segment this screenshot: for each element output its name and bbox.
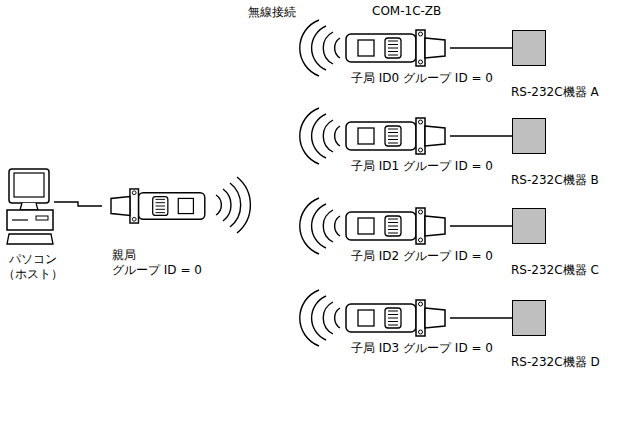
adapter: 子局 ID3 グループ ID = 0 — [345, 299, 450, 337]
node-caption: 子局 ID2 グループ ID = 0 — [351, 249, 493, 264]
wave — [335, 216, 340, 236]
heading-label: COM-1C-ZB — [372, 4, 441, 18]
device-box: RS-232C機器 B — [512, 118, 546, 154]
node-label: （ホスト） — [3, 267, 63, 282]
node-caption: RS-232C機器 A — [511, 85, 599, 100]
node-label: 子局 ID2 グループ ID = 0 — [351, 249, 493, 264]
node-label: 親局 — [112, 248, 202, 263]
node-label: パソコン — [3, 252, 63, 267]
pc-icon — [6, 168, 54, 252]
device-box: RS-232C機器 C — [512, 208, 546, 244]
wave — [335, 38, 340, 58]
adapter-shape — [345, 299, 450, 337]
adapter-shape — [345, 117, 450, 155]
node-caption: 子局 ID0 グループ ID = 0 — [351, 71, 493, 86]
node-label: RS-232C機器 B — [511, 173, 599, 188]
host-pc: パソコン（ホスト） — [6, 168, 54, 252]
node-caption: RS-232C機器 B — [511, 173, 599, 188]
wave — [312, 26, 326, 70]
node-caption: パソコン（ホスト） — [3, 252, 63, 282]
cable — [450, 317, 512, 318]
cable — [450, 47, 512, 48]
adapter: 子局 ID1 グループ ID = 0 — [345, 117, 450, 155]
heading-label: 無線接続 — [248, 4, 296, 21]
adapter-shape — [345, 207, 450, 245]
wave — [300, 20, 319, 76]
cable — [450, 135, 512, 136]
node-label: 子局 ID1 グループ ID = 0 — [351, 159, 493, 174]
adapter: 子局 ID2 グループ ID = 0 — [345, 207, 450, 245]
node-caption: RS-232C機器 D — [511, 355, 600, 370]
node-label: RS-232C機器 D — [511, 355, 600, 370]
wave — [300, 108, 319, 164]
wave — [335, 308, 340, 328]
wave — [312, 114, 326, 158]
node-label: RS-232C機器 C — [511, 263, 599, 278]
node-caption: 子局 ID1 グループ ID = 0 — [351, 159, 493, 174]
wave — [323, 210, 333, 242]
wave — [312, 296, 326, 340]
cable — [450, 225, 512, 226]
adapter: 親局グループ ID = 0 — [102, 188, 210, 224]
wave — [335, 126, 340, 146]
node-caption: 親局グループ ID = 0 — [112, 248, 202, 278]
node-label: 子局 ID0 グループ ID = 0 — [351, 71, 493, 86]
wave — [323, 120, 333, 152]
device-box: RS-232C機器 A — [512, 30, 546, 66]
wave-parent — [216, 177, 250, 233]
adapter: 子局 ID0 グループ ID = 0 — [345, 29, 450, 67]
adapter-shape — [102, 188, 210, 224]
node-label: 子局 ID3 グループ ID = 0 — [351, 341, 493, 356]
node-label: グループ ID = 0 — [112, 263, 202, 278]
wave — [323, 302, 333, 334]
cable — [54, 202, 102, 206]
wave — [323, 32, 333, 64]
device-box: RS-232C機器 D — [512, 300, 546, 336]
adapter-shape — [345, 29, 450, 67]
wave — [300, 198, 319, 254]
wave — [300, 290, 319, 346]
node-caption: RS-232C機器 C — [511, 263, 599, 278]
node-caption: 子局 ID3 グループ ID = 0 — [351, 341, 493, 356]
node-label: RS-232C機器 A — [511, 85, 599, 100]
wave — [312, 204, 326, 248]
